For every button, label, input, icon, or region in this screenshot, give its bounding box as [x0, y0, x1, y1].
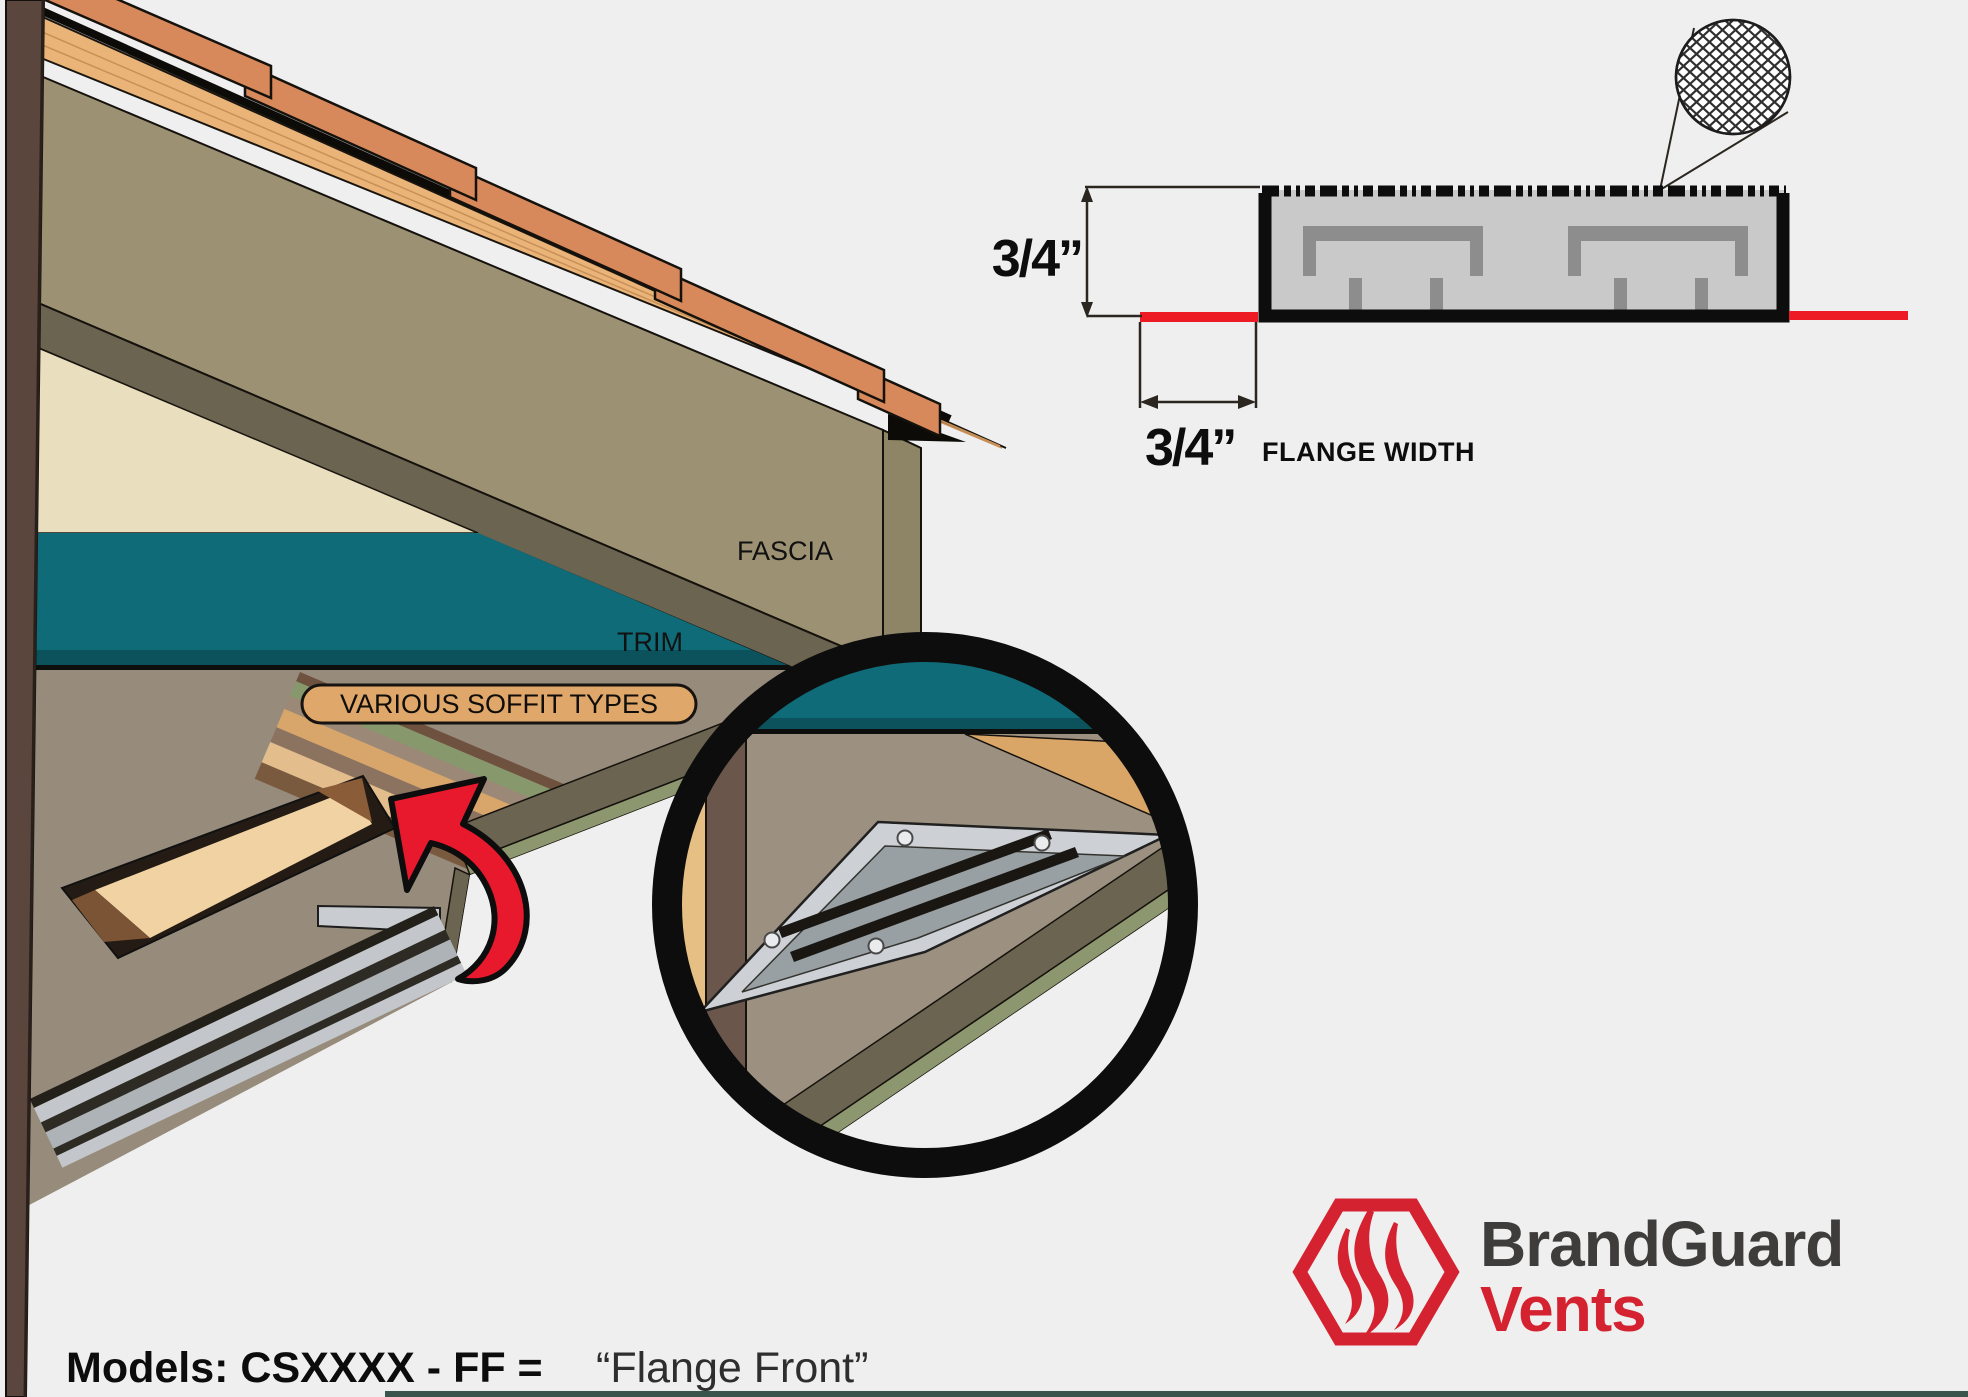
roof	[35, 0, 1007, 449]
roof-shingles	[42, 0, 942, 438]
trim-band	[36, 533, 794, 668]
logo-brand-text: BrandGuard	[1480, 1208, 1843, 1280]
baffle-leg	[1568, 226, 1581, 276]
zoom-soffit-edge-light	[749, 873, 1183, 1163]
flame-stroke	[1337, 1228, 1362, 1324]
cross-section-baffles	[1303, 226, 1748, 318]
arrowhead-up-icon	[1081, 186, 1093, 202]
mesh-detail-pattern	[1674, 18, 1792, 136]
soffit-types-label: VARIOUS SOFFIT TYPES	[340, 689, 658, 719]
vent-slot-line	[40, 929, 450, 1133]
flame-stroke	[1385, 1222, 1414, 1330]
baffle-stub	[1430, 278, 1443, 318]
baffle-bar	[1303, 226, 1483, 241]
footer-rule	[385, 1391, 1968, 1397]
vent-shadow-line	[29, 906, 439, 1108]
wall-post-edge	[23, 0, 45, 1397]
trim-band-edge-line	[36, 665, 794, 670]
flange-dimension-text: 3/4”	[1145, 419, 1235, 477]
baffle-leg	[1303, 226, 1316, 276]
logo-product-text: Vents	[1480, 1273, 1646, 1345]
zoom-vent-slot	[790, 847, 1079, 962]
curved-arrow-icon	[388, 776, 530, 985]
brandguard-logo: BrandGuard Vents	[1292, 1198, 1844, 1346]
trim-band-shadow	[36, 650, 794, 668]
mesh-callout-line	[1659, 111, 1789, 191]
shingle-tab	[42, 0, 273, 100]
zoom-vent-slot	[778, 829, 1052, 938]
arrowhead-left-icon	[1140, 395, 1158, 409]
baffle-stub	[1695, 278, 1708, 318]
screw-icon	[867, 937, 885, 955]
zoom-vent-channel	[741, 845, 1126, 993]
zoom-soffit-vent	[696, 820, 1169, 1015]
models-caption: Models: CSXXXX - FF = “Flange Front”	[66, 1344, 868, 1392]
zoom-detail-view	[652, 632, 1198, 1178]
soffit-types-pill-bg	[300, 683, 698, 725]
screw-icon	[1033, 834, 1051, 852]
soffit-vent	[29, 904, 467, 1168]
baffle-stub	[1349, 278, 1362, 318]
baffle-leg	[1470, 226, 1483, 276]
vent-slot-wood-edge	[72, 890, 150, 942]
fascia-label: FASCIA	[737, 536, 833, 566]
vent-cross-section: 3/4” 3/4” FLANGE WIDTH	[992, 18, 1908, 477]
hexagon-icon	[1292, 1198, 1460, 1346]
baffle-bar	[1568, 226, 1748, 241]
magnifier-circle	[652, 632, 1198, 1178]
vent-extrusion	[29, 906, 467, 1168]
vent-face	[45, 939, 458, 1149]
arrowhead-right-icon	[1238, 395, 1256, 409]
zoom-trim-shadow	[667, 718, 1183, 729]
trim-label: TRIM	[617, 627, 683, 657]
screw-icon	[763, 931, 781, 949]
wall-post	[5, 0, 46, 1397]
dimension-flange-width	[1138, 322, 1258, 408]
vent-slot-line	[53, 955, 462, 1156]
flame-stroke	[1354, 1210, 1389, 1338]
vent-face	[56, 962, 467, 1168]
screw-icon	[896, 829, 914, 847]
soffit-types-pill: VARIOUS SOFFIT TYPES	[300, 683, 698, 725]
flange-highlight-right	[1789, 311, 1908, 320]
zoom-detail-content	[667, 647, 1183, 1163]
vent-slot-interior	[95, 790, 372, 938]
zoom-wall-post	[705, 733, 747, 1163]
flange-highlight-left	[1140, 312, 1258, 322]
arrowhead-down-icon	[1081, 302, 1093, 318]
vent-slot-wood-edge	[316, 778, 372, 822]
vent-face	[34, 915, 446, 1123]
baffle-stub	[1614, 278, 1627, 318]
dimension-height	[1085, 185, 1260, 318]
eave-illustration: FASCIA TRIM VARIOUS SOFFIT TYPES	[5, 0, 1007, 1397]
height-dimension-text: 3/4”	[992, 230, 1082, 288]
zoom-vent-screws	[763, 829, 1051, 955]
flange-dimension-label: FLANGE WIDTH	[1262, 437, 1475, 467]
models-label: Models: CSXXXX - FF =	[66, 1344, 543, 1392]
models-value: “Flange Front”	[596, 1344, 868, 1392]
zoom-trim-edge	[667, 729, 1183, 734]
cross-section-outline	[1258, 193, 1790, 323]
flame-icon	[1337, 1210, 1414, 1338]
baffle-leg	[1735, 226, 1748, 276]
